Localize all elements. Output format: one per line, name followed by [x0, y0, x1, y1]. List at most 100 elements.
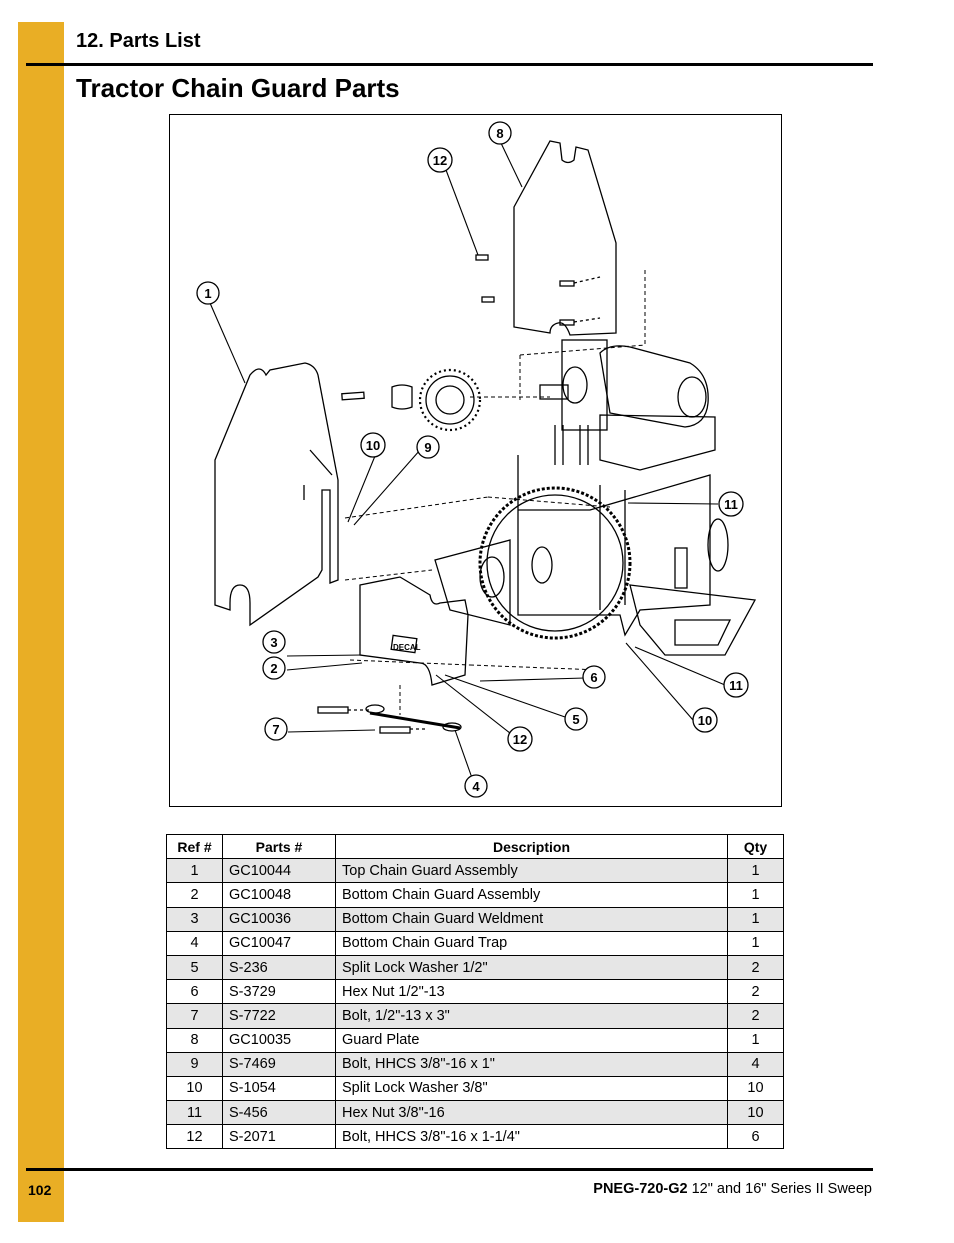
cell-part: GC10047	[222, 930, 336, 956]
exploded-parts-diagram: DECAL	[169, 114, 782, 807]
callout-8: 8	[488, 121, 512, 145]
sprocket-set	[341, 368, 482, 432]
cell-qty: 4	[727, 1051, 784, 1077]
callout-4: 4	[464, 774, 488, 798]
cell-part: GC10044	[222, 858, 336, 884]
callout-7: 7	[264, 717, 288, 741]
page-number: 102	[28, 1182, 52, 1198]
svg-text:10: 10	[698, 713, 712, 728]
cell-qty: 1	[727, 1027, 784, 1053]
cell-part: S-3729	[222, 979, 336, 1005]
section-title: 12. Parts List	[76, 30, 201, 52]
callout-6: 6	[582, 665, 606, 689]
svg-text:12: 12	[513, 732, 527, 747]
svg-text:6: 6	[590, 670, 597, 685]
cell-qty: 2	[727, 954, 784, 981]
svg-text:2: 2	[270, 661, 277, 676]
cell-description: Split Lock Washer 1/2"	[335, 954, 728, 981]
cell-description: Hex Nut 3/8"-16	[335, 1100, 728, 1126]
header-part: Parts #	[222, 833, 336, 860]
assembly-dashed-lines	[344, 270, 646, 715]
callout-2: 2	[262, 656, 286, 680]
cell-qty: 1	[727, 882, 784, 908]
svg-text:11: 11	[724, 497, 738, 512]
svg-text:12: 12	[433, 153, 447, 168]
cell-part: GC10048	[222, 882, 336, 908]
cell-ref: 2	[166, 882, 223, 908]
cell-description: Bottom Chain Guard Assembly	[335, 882, 728, 908]
guard-plate	[513, 140, 617, 336]
guard-plate-bolts	[475, 254, 601, 326]
page-title: Tractor Chain Guard Parts	[76, 73, 400, 103]
callout-11-lower: 11	[723, 672, 749, 698]
header-qty: Qty	[727, 833, 784, 860]
cell-ref: 10	[166, 1075, 223, 1102]
header-description: Description	[335, 833, 728, 860]
svg-text:1: 1	[204, 286, 211, 301]
cell-description: Bolt, HHCS 3/8"-16 x 1"	[335, 1051, 728, 1077]
bottom-chain-guard: DECAL	[359, 576, 469, 686]
motor-assembly	[539, 339, 716, 471]
svg-text:9: 9	[424, 440, 431, 455]
header-rule	[26, 63, 873, 66]
callout-5: 5	[564, 707, 588, 731]
cell-qty: 2	[727, 979, 784, 1005]
callout-1: 1	[196, 281, 220, 305]
cell-ref: 12	[166, 1124, 223, 1150]
cell-description: Hex Nut 1/2"-13	[335, 979, 728, 1005]
cell-part: S-236	[222, 954, 336, 981]
callout-12-lower: 12	[507, 726, 533, 752]
large-sprocket	[478, 486, 632, 640]
svg-text:7: 7	[272, 722, 279, 737]
svg-text:3: 3	[270, 635, 277, 650]
cell-ref: 1	[166, 858, 223, 884]
footer-rule	[26, 1168, 873, 1171]
cell-description: Top Chain Guard Assembly	[335, 858, 728, 884]
callout-10-lower: 10	[692, 707, 718, 733]
cell-description: Bottom Chain Guard Trap	[335, 930, 728, 956]
cell-qty: 1	[727, 930, 784, 956]
document-id: PNEG-720-G2 12" and 16" Series II Sweep	[593, 1181, 872, 1197]
parts-table-header: Ref # Parts # Description Qty	[166, 833, 784, 860]
cell-qty: 6	[727, 1124, 784, 1150]
cell-description: Bolt, 1/2"-13 x 3"	[335, 1003, 728, 1029]
cell-part: S-1054	[222, 1075, 336, 1102]
callout-12-upper: 12	[427, 147, 453, 173]
drive-frame	[434, 455, 757, 656]
callout-10-upper: 10	[360, 432, 386, 458]
cell-part: GC10035	[222, 1027, 336, 1053]
cell-description: Bolt, HHCS 3/8"-16 x 1-1/4"	[335, 1124, 728, 1150]
callout-11-upper: 11	[718, 491, 744, 517]
svg-text:10: 10	[366, 438, 380, 453]
cell-ref: 3	[166, 906, 223, 932]
cell-ref: 8	[166, 1027, 223, 1053]
callout-9: 9	[416, 435, 440, 459]
cell-ref: 7	[166, 1003, 223, 1029]
cell-qty: 10	[727, 1100, 784, 1126]
cell-part: S-456	[222, 1100, 336, 1126]
svg-text:8: 8	[496, 126, 503, 141]
cell-description: Bottom Chain Guard Weldment	[335, 906, 728, 932]
cell-qty: 10	[727, 1075, 784, 1102]
cell-part: S-7722	[222, 1003, 336, 1029]
cell-ref: 11	[166, 1100, 223, 1126]
doc-title: 12" and 16" Series II Sweep	[691, 1181, 872, 1197]
doc-code: PNEG-720-G2	[593, 1181, 688, 1197]
cell-part: S-2071	[222, 1124, 336, 1150]
cell-ref: 5	[166, 954, 223, 981]
cell-ref: 9	[166, 1051, 223, 1077]
cell-qty: 1	[727, 858, 784, 884]
header-ref: Ref #	[166, 833, 223, 860]
